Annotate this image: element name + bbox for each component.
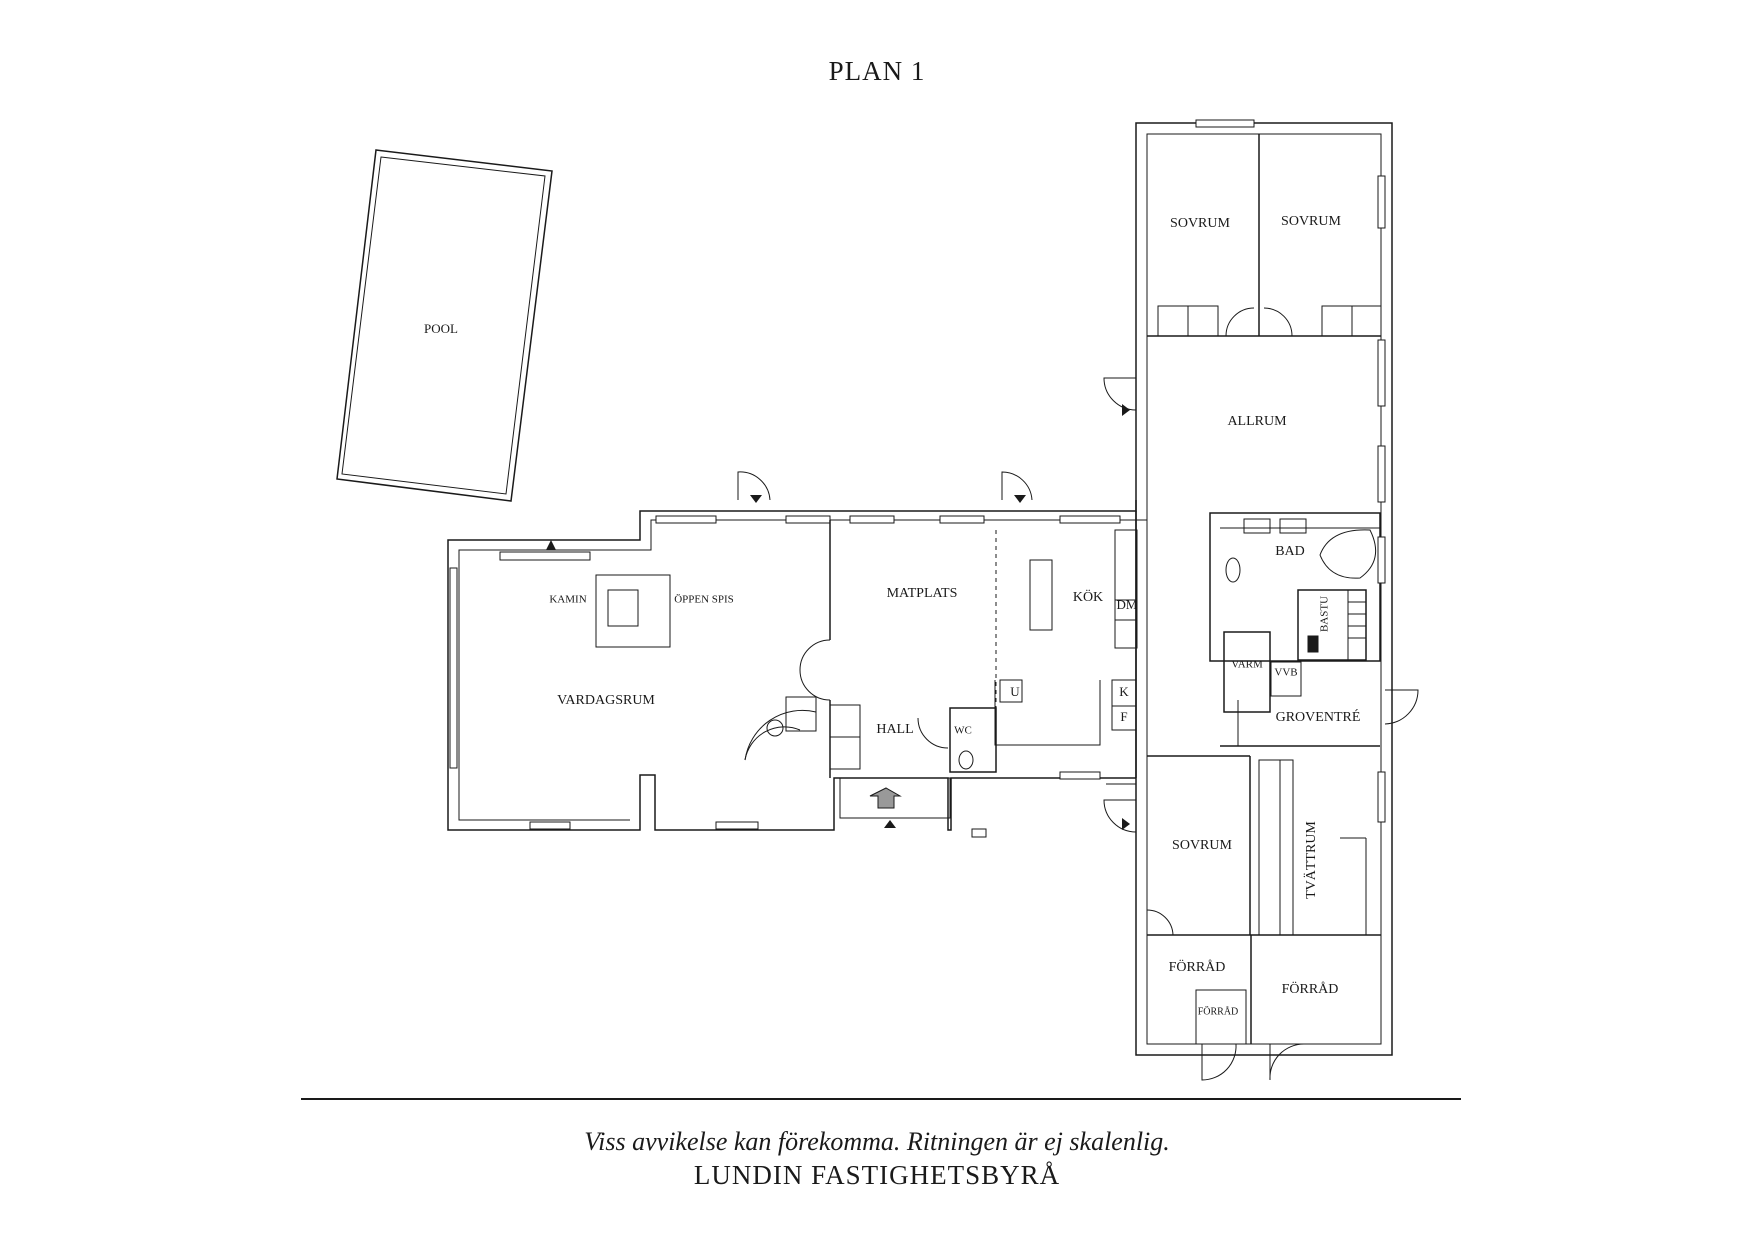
footer-disclaimer: Viss avvikelse kan förekomma. Ritningen …: [584, 1127, 1170, 1156]
label-varm: VARM: [1231, 659, 1263, 671]
label-bastu: BASTU: [1319, 596, 1331, 632]
footer-divider: [301, 1098, 1461, 1100]
label-kamin: KAMIN: [549, 594, 586, 606]
label-vvb: VVB: [1274, 667, 1297, 679]
plan-title: PLAN 1: [828, 56, 926, 86]
label-pool: POOL: [424, 321, 458, 336]
label-oppen-spis: ÖPPEN SPIS: [674, 594, 734, 606]
label-kok: KÖK: [1073, 588, 1103, 605]
label-wc: WC: [954, 725, 972, 737]
label-bad: BAD: [1275, 544, 1305, 559]
label-sovrum-3: SOVRUM: [1172, 838, 1232, 853]
label-sovrum-2: SOVRUM: [1281, 214, 1341, 229]
label-tvattrum: TVÄTTRUM: [1302, 821, 1319, 899]
label-forrad-small: FÖRRÅD: [1198, 1005, 1239, 1017]
label-forrad-1: FÖRRÅD: [1169, 958, 1226, 975]
label-allrum: ALLRUM: [1227, 414, 1287, 429]
label-groventre: GROVENTRÉ: [1276, 708, 1361, 725]
footer-brand: LUNDIN FASTIGHETSBYRÅ: [693, 1160, 1061, 1190]
lower-east-walls: [1103, 377, 1381, 1081]
bath-block: [1209, 512, 1419, 823]
label-hall: HALL: [876, 722, 913, 737]
label-forrad-2: FÖRRÅD: [1282, 980, 1339, 997]
main-body-walls: [447, 404, 1148, 838]
east-wing-walls: [1135, 119, 1393, 1056]
label-matplats: MATPLATS: [887, 586, 958, 601]
label-vardagsrum: VARDAGSRUM: [557, 693, 655, 708]
label-f: F: [1120, 709, 1127, 724]
label-k: K: [1119, 684, 1129, 699]
label-sovrum-1: SOVRUM: [1170, 216, 1230, 231]
label-dm: DM: [1117, 597, 1138, 612]
pool: [336, 149, 553, 502]
label-u: U: [1010, 684, 1020, 699]
